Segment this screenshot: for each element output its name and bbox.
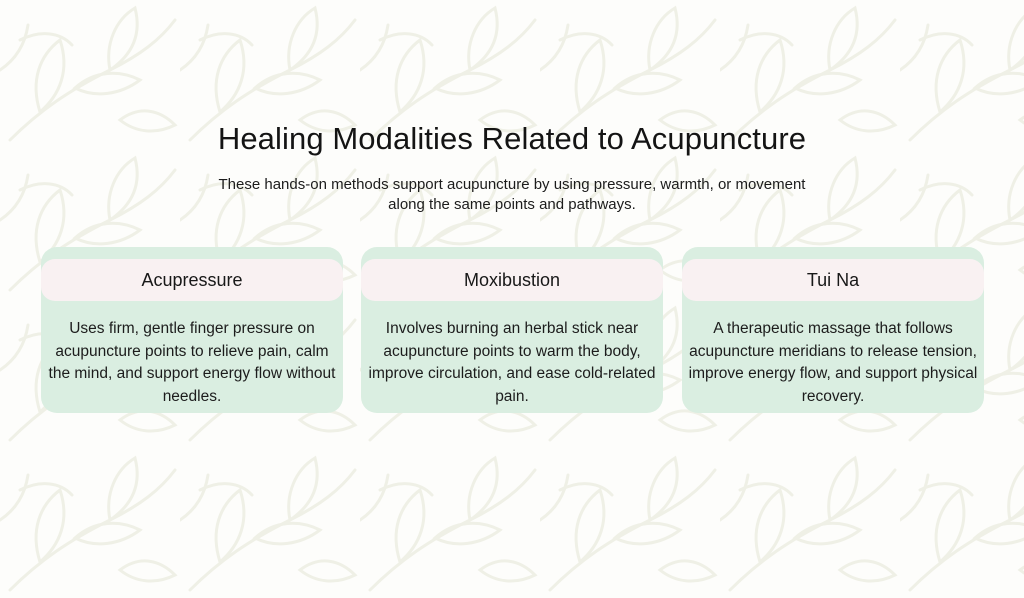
page-subtitle: These hands-on methods support acupunctu… xyxy=(218,176,806,213)
page-title: Healing Modalities Related to Acupunctur… xyxy=(217,121,807,156)
card-heading: Acupressure xyxy=(41,259,343,301)
card-tui-na: Tui Na A therapeutic massage that follow… xyxy=(682,247,984,413)
card-moxibustion: Moxibustion Involves burning an herbal s… xyxy=(361,247,663,413)
card-heading: Moxibustion xyxy=(361,259,663,301)
card-heading: Tui Na xyxy=(682,259,984,301)
card-description: Involves burning an herbal stick near ac… xyxy=(368,320,656,405)
card-acupressure: Acupressure Uses firm, gentle finger pre… xyxy=(41,247,343,413)
card-description: A therapeutic massage that follows acupu… xyxy=(688,320,978,405)
card-description: Uses firm, gentle finger pressure on acu… xyxy=(48,320,336,405)
